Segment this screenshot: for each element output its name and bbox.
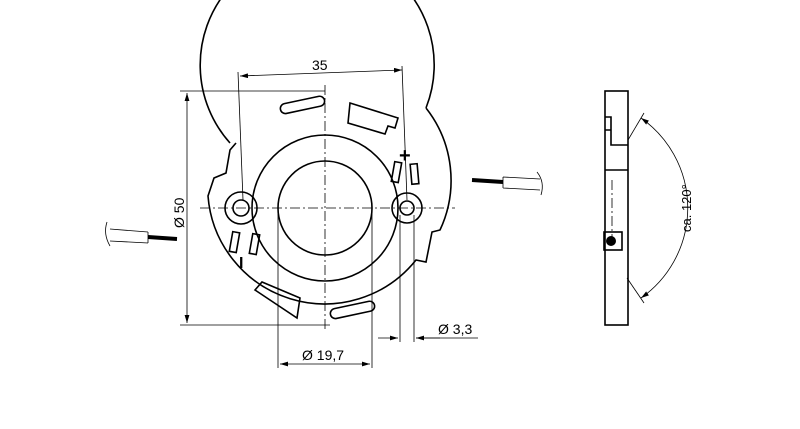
terminal — [228, 230, 241, 254]
terminal — [390, 160, 403, 184]
plus-marker: + — [399, 145, 411, 167]
cutout-bottom-left — [253, 281, 301, 320]
dim-inner-diameter: Ø 19,7 — [302, 347, 344, 363]
terminal — [248, 232, 261, 256]
side-view: ca. 120° — [603, 90, 694, 326]
cable-exit — [603, 231, 623, 251]
angle-arc — [640, 117, 689, 299]
dim-outer-diameter: Ø 50 — [171, 197, 187, 228]
cable-right — [471, 171, 543, 196]
dim-cable-angle: ca. 120° — [679, 184, 694, 232]
dim-hole-diameter: Ø 3,3 — [438, 321, 472, 337]
cutout-top-right — [347, 101, 399, 135]
dim-hole-spacing: 35 — [312, 57, 328, 73]
contact-slot-top — [279, 95, 326, 115]
dimensions: 35 Ø 50 Ø 19,7 Ø 3,3 — [171, 57, 478, 368]
side-body — [604, 90, 629, 326]
terminal — [409, 162, 420, 186]
front-view: + I — [105, 0, 543, 332]
cable-left — [105, 221, 178, 247]
minus-marker: I — [239, 255, 243, 272]
contact-slot-bottom — [329, 300, 376, 320]
outer-contour — [199, 0, 452, 305]
